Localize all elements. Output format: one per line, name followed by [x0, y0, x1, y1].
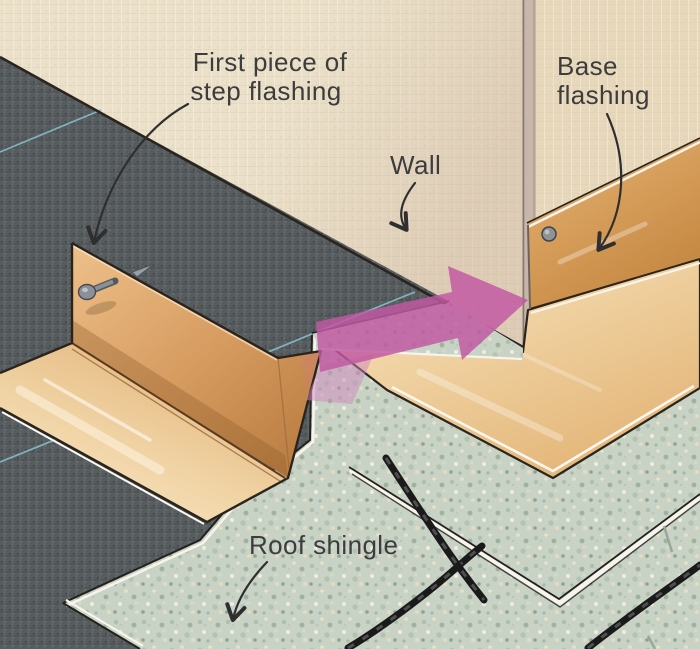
flange-edge-highlight: [391, 384, 695, 473]
felt-edge-outline: [62, 602, 141, 649]
step-flashing-tab-crease: [277, 357, 290, 469]
chalk-line: [0, 109, 102, 153]
nail-head: [541, 226, 557, 242]
wall-left-face: [0, 0, 523, 347]
base-flashing-pointer: [596, 112, 623, 252]
label-base-flashing-line2: flashing: [557, 80, 650, 110]
wall-right-face: [528, 0, 700, 228]
label-step-flashing-line1: First piece of: [193, 47, 348, 77]
label-base-flashing-line1: Base: [557, 51, 618, 81]
step-flashing-fold-shading: [72, 320, 288, 478]
base-flashing-bottom-highlight: [530, 261, 700, 315]
step-flashing-horizontal-leg: [0, 343, 285, 522]
base-flashing-top-outline: [526, 137, 700, 224]
arrow-body: [316, 266, 528, 372]
step-flashing-vertical-leg: [72, 243, 321, 478]
base-flashing-flange-outline: [328, 256, 700, 480]
step-flashing-outline: [0, 241, 323, 524]
roof-shingle-pointer: [225, 560, 269, 623]
step-flashing-pointer: [86, 102, 190, 246]
tar-strip: [382, 454, 488, 604]
step-flashing-edge-highlight: [1, 411, 205, 525]
step-flashing-fold-line: [71, 342, 286, 479]
base-flashing-top-highlight: [527, 140, 700, 229]
label-step-flashing-line2: step flashing: [190, 76, 341, 106]
base-flashing-bottom-outline: [529, 258, 700, 310]
label-wall: Wall: [390, 150, 441, 180]
tar-strip: [584, 561, 700, 649]
wall-pointer: [389, 181, 417, 232]
step-flashing: [0, 241, 323, 525]
nail-tip: [131, 263, 155, 278]
slide-direction-arrow: [306, 266, 528, 404]
shingle-slot: [662, 525, 674, 553]
shingle-slot: [646, 635, 657, 649]
label-roof-shingle: Roof shingle: [249, 530, 398, 560]
step-flashing-tab-tint: [300, 351, 321, 402]
felt-edge-highlight: [65, 599, 144, 647]
nail: [77, 277, 119, 315]
tar-strip: [344, 542, 486, 649]
